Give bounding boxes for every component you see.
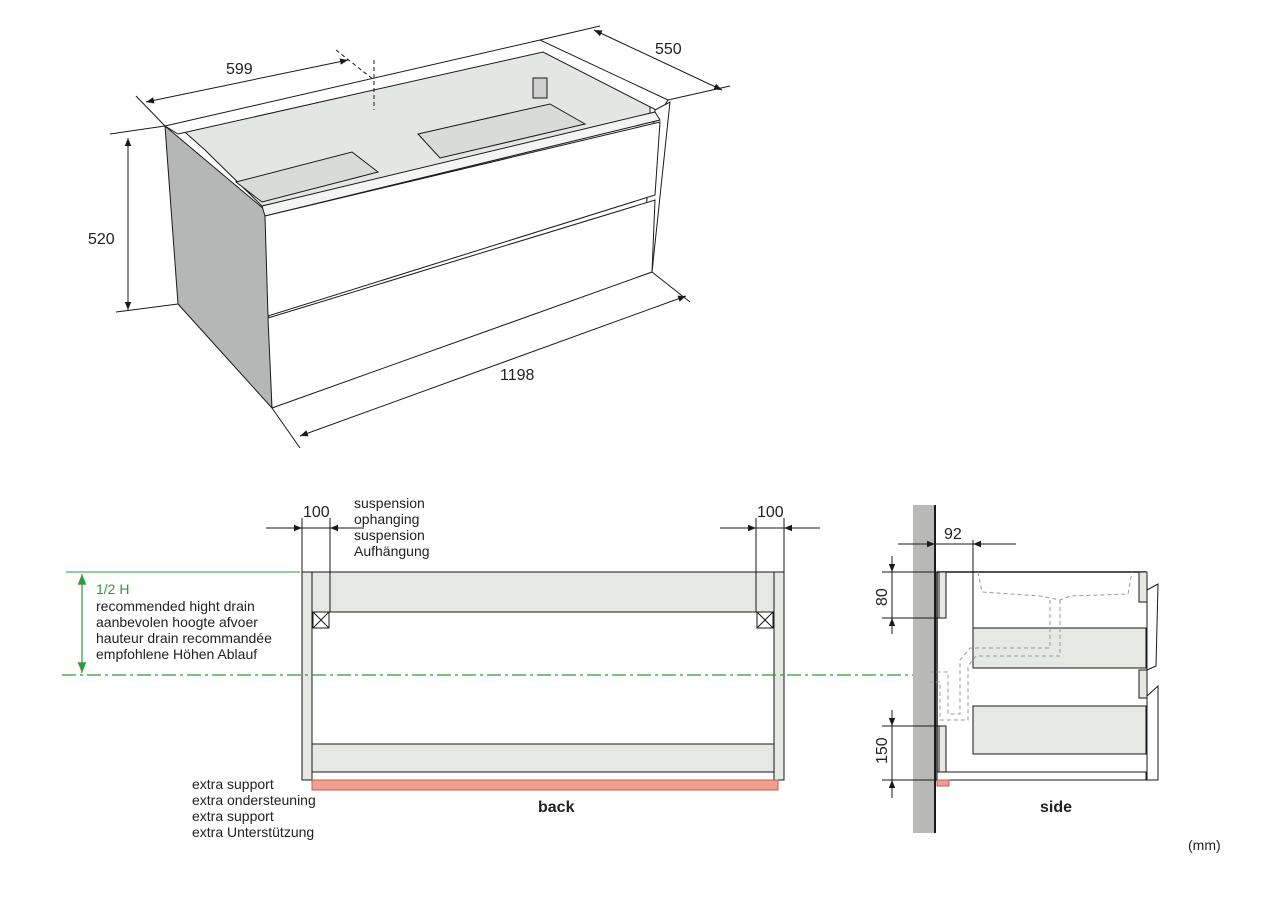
suspension-marker-right xyxy=(756,611,774,629)
side-dim-bottom-label: 150 xyxy=(874,737,891,764)
support-label-3: extra support xyxy=(192,808,274,824)
cabinet-top-front-edge xyxy=(261,111,661,217)
side-upper-front xyxy=(1146,583,1159,671)
side-view xyxy=(913,505,1159,833)
drain-half-height-label: 1/2 H xyxy=(96,581,129,597)
support-label-2: extra ondersteuning xyxy=(192,792,316,808)
side-lower-drawer xyxy=(972,705,1147,755)
back-base-strip xyxy=(311,771,775,781)
inner-tray-left xyxy=(234,151,380,203)
support-label-1: extra support xyxy=(192,776,274,792)
side-suspension-block xyxy=(938,571,947,619)
inner-tray-right xyxy=(417,103,587,159)
suspension-label-3: suspension xyxy=(354,527,425,543)
suspension-label-2: ophanging xyxy=(354,511,419,527)
drain-label-nl: aanbevolen hoogte afvoer xyxy=(96,614,258,630)
side-dimensions xyxy=(882,540,1016,798)
side-support-block xyxy=(938,725,947,773)
suspension-marker-left xyxy=(312,611,330,629)
dim-depth-label: 550 xyxy=(655,41,682,58)
iso-dimensions xyxy=(109,25,731,449)
side-mid-cap xyxy=(1138,669,1148,699)
back-dim-left-label: 100 xyxy=(303,504,330,521)
extra-support-bar xyxy=(311,779,779,791)
back-view xyxy=(301,571,785,791)
suspension-label-4: Aufhängung xyxy=(354,543,430,559)
side-bottom-panel xyxy=(936,771,1147,781)
support-label-4: extra Unterstützung xyxy=(192,824,314,840)
unit-label: (mm) xyxy=(1188,837,1221,853)
basin-outline-dashed xyxy=(977,571,1133,601)
suspension-label-1: suspension xyxy=(354,495,425,511)
back-dimensions xyxy=(266,518,820,612)
dim-length-label: 1198 xyxy=(500,367,535,384)
side-upper-cap xyxy=(1138,571,1148,603)
drawer-front-upper xyxy=(264,121,661,317)
back-right-post xyxy=(773,571,785,781)
back-top-rail xyxy=(311,571,775,613)
back-caption: back xyxy=(538,799,575,816)
side-dim-top-label: 80 xyxy=(874,588,891,606)
drain-pipe-dashed xyxy=(930,600,1051,715)
side-lower-front xyxy=(1146,684,1159,781)
side-dim-wall-label: 92 xyxy=(944,526,962,543)
hanging-bracket xyxy=(532,77,548,99)
extra-support-side xyxy=(936,779,950,787)
side-upper-drawer xyxy=(972,627,1147,669)
drain-label-fr: hauteur drain recommandée xyxy=(96,630,272,646)
drain-label-en: recommended hight drain xyxy=(96,598,255,614)
side-caption: side xyxy=(1040,799,1072,816)
back-dim-right-label: 100 xyxy=(757,504,784,521)
dim-width-label: 599 xyxy=(226,61,253,78)
drain-label-de: empfohlene Höhen Ablauf xyxy=(96,646,257,662)
back-bottom-rail xyxy=(311,743,775,773)
back-left-post xyxy=(301,571,313,781)
isometric-view xyxy=(163,39,671,410)
wall xyxy=(913,505,935,833)
dim-height-label: 520 xyxy=(88,231,115,248)
